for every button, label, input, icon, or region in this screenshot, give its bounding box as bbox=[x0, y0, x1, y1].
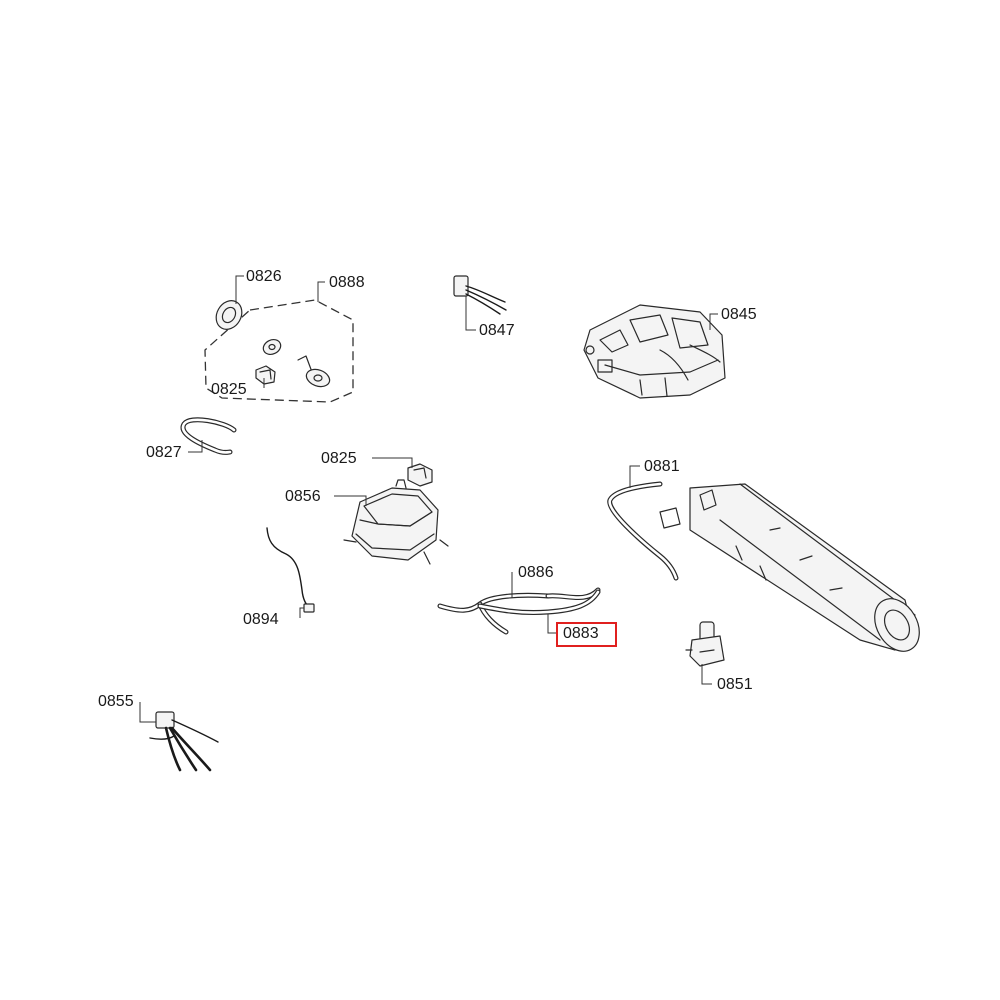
part-0894-wire bbox=[266, 527, 315, 613]
label-0826[interactable]: 0826 bbox=[246, 268, 282, 285]
label-0847[interactable]: 0847 bbox=[479, 322, 515, 339]
part-0888-seal bbox=[262, 339, 282, 355]
part-0825-clip-lower bbox=[407, 463, 433, 487]
part-0881-hose bbox=[607, 481, 679, 581]
label-0825-lower[interactable]: 0825 bbox=[321, 450, 357, 467]
part-heater-tube bbox=[659, 483, 920, 652]
part-0845-valve-block bbox=[583, 304, 726, 399]
part-0856-pump bbox=[343, 479, 449, 565]
label-0855[interactable]: 0855 bbox=[98, 693, 134, 710]
part-0855-harness bbox=[149, 711, 219, 772]
part-0883-hose bbox=[477, 587, 601, 616]
label-0886[interactable]: 0886 bbox=[518, 564, 554, 581]
highlight-box-0883 bbox=[556, 622, 617, 647]
label-0894[interactable]: 0894 bbox=[243, 611, 279, 628]
part-0847-connector bbox=[453, 275, 507, 315]
label-0827[interactable]: 0827 bbox=[146, 444, 182, 461]
part-0826-gasket bbox=[215, 300, 243, 330]
part-0888-float bbox=[297, 355, 331, 388]
label-0845[interactable]: 0845 bbox=[721, 306, 757, 323]
part-0825-clip-upper bbox=[255, 365, 276, 385]
part-0827-hose bbox=[180, 417, 237, 455]
label-0825-upper[interactable]: 0825 bbox=[211, 381, 247, 398]
leader-lines bbox=[139, 275, 718, 723]
label-0888[interactable]: 0888 bbox=[329, 274, 365, 291]
label-0883[interactable]: 0883 bbox=[563, 625, 599, 642]
group-outline-0888 bbox=[204, 299, 354, 403]
label-0856[interactable]: 0856 bbox=[285, 488, 321, 505]
label-0851[interactable]: 0851 bbox=[717, 676, 753, 693]
part-0851-valve bbox=[685, 621, 725, 667]
label-0881[interactable]: 0881 bbox=[644, 458, 680, 475]
